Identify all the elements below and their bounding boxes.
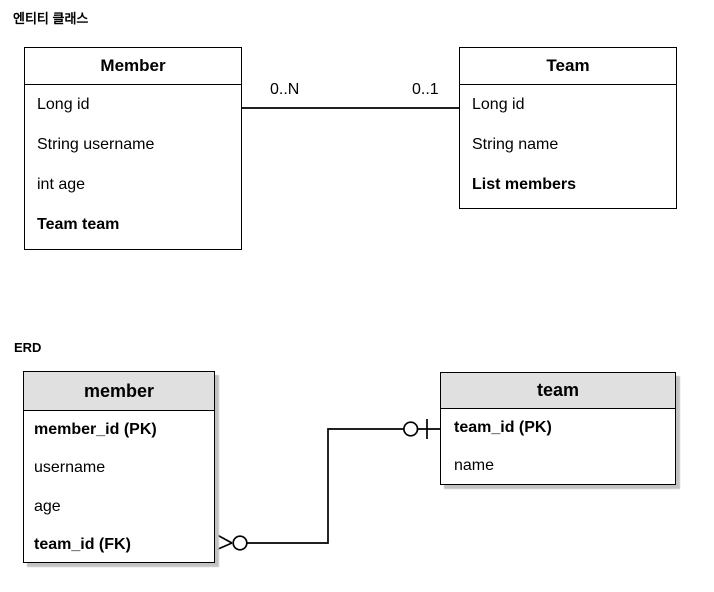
multiplicity-label-left: 0..N xyxy=(270,81,300,98)
zero-circle-team-icon xyxy=(403,421,419,437)
uml-member-field-username: String username xyxy=(37,136,155,153)
zero-circle-member-icon xyxy=(232,535,248,551)
erd-team-column-name: name xyxy=(454,457,495,475)
erd-team-column-team-id: team_id (PK) xyxy=(454,419,552,437)
multiplicity-label-right: 0..1 xyxy=(412,81,439,98)
uml-class-team-title: Team xyxy=(460,48,676,85)
erd-member-column-username: username xyxy=(34,459,106,477)
uml-member-field-id: Long id xyxy=(37,96,90,113)
uml-member-field-team: Team team xyxy=(37,216,120,233)
uml-team-field-id: Long id xyxy=(472,96,525,113)
crow-foot-zero-or-many-icon xyxy=(213,532,233,552)
erd-member-column-team-id: team_id (FK) xyxy=(34,536,131,554)
entity-class-section-label: 엔티티 클래스 xyxy=(13,11,89,26)
uml-class-member: Member Long id String username int age T… xyxy=(24,47,242,250)
erd-section-label: ERD xyxy=(14,340,42,355)
erd-table-team: team team_id (PK) name xyxy=(440,372,676,485)
erd-table-member-title: member xyxy=(24,372,214,411)
uml-member-field-age: int age xyxy=(37,176,86,193)
uml-team-field-name: String name xyxy=(472,136,559,153)
erd-table-team-title: team xyxy=(441,373,675,409)
erd-relationship-line xyxy=(246,428,404,544)
erd-member-column-age: age xyxy=(34,497,61,515)
uml-team-field-members: List members xyxy=(472,176,577,193)
uml-class-team: Team Long id String name List members xyxy=(459,47,677,209)
erd-member-column-member-id: member_id (PK) xyxy=(34,421,157,439)
uml-class-member-title: Member xyxy=(25,48,241,85)
erd-table-member: member member_id (PK) username age team_… xyxy=(23,371,215,563)
